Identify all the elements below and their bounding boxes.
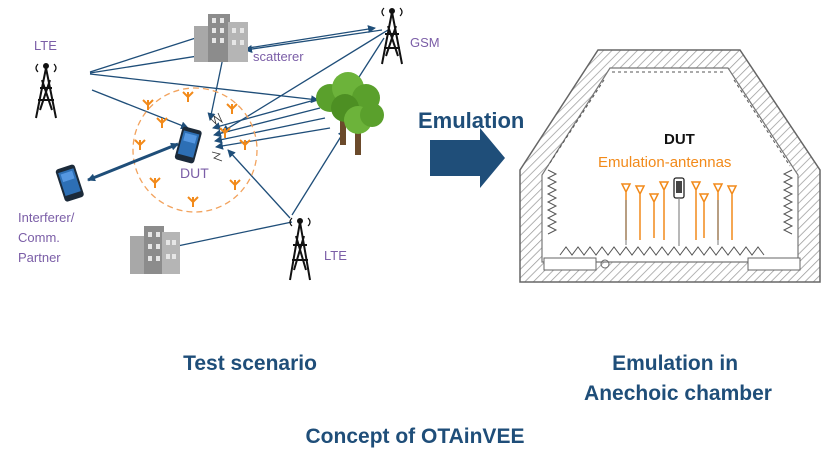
footer-title: Concept of OTAinVEE	[306, 425, 525, 448]
lte-top-label: LTE	[34, 38, 57, 53]
dut-phone-icon	[174, 126, 202, 164]
anechoic-chamber	[519, 49, 821, 283]
emulation-antennas-label: Emulation-antennas	[598, 154, 731, 171]
chamber-dut-icon	[673, 177, 685, 246]
lte-tower-top-icon	[35, 63, 57, 119]
scatterer-label: scatterer	[253, 49, 304, 64]
emulation-arrow-icon	[430, 128, 505, 188]
bottom-building-icon	[130, 226, 180, 274]
gsm-label: GSM	[410, 35, 440, 50]
interferer-phone-icon	[55, 164, 84, 202]
chamber-antenna-masts	[625, 200, 719, 245]
chamber-caption: Emulation in Anechoic chamber	[584, 352, 772, 405]
lte-bottom-label: LTE	[324, 248, 347, 263]
chamber-dut-label: DUT	[664, 131, 695, 148]
link-arrow	[87, 142, 179, 182]
test-scenario-caption: Test scenario	[183, 352, 317, 375]
gsm-tower-icon	[381, 7, 403, 65]
emulation-label: Emulation	[418, 108, 524, 133]
interferer-label: Interferer/ Comm. Partner	[18, 210, 78, 265]
dut-label: DUT	[180, 165, 209, 181]
dut-area: DUT	[132, 87, 258, 213]
lte-tower-bottom-icon	[289, 217, 311, 281]
signal-paths	[89, 25, 389, 251]
scatterer-building-icon	[194, 14, 248, 62]
trees-icon	[316, 72, 384, 155]
